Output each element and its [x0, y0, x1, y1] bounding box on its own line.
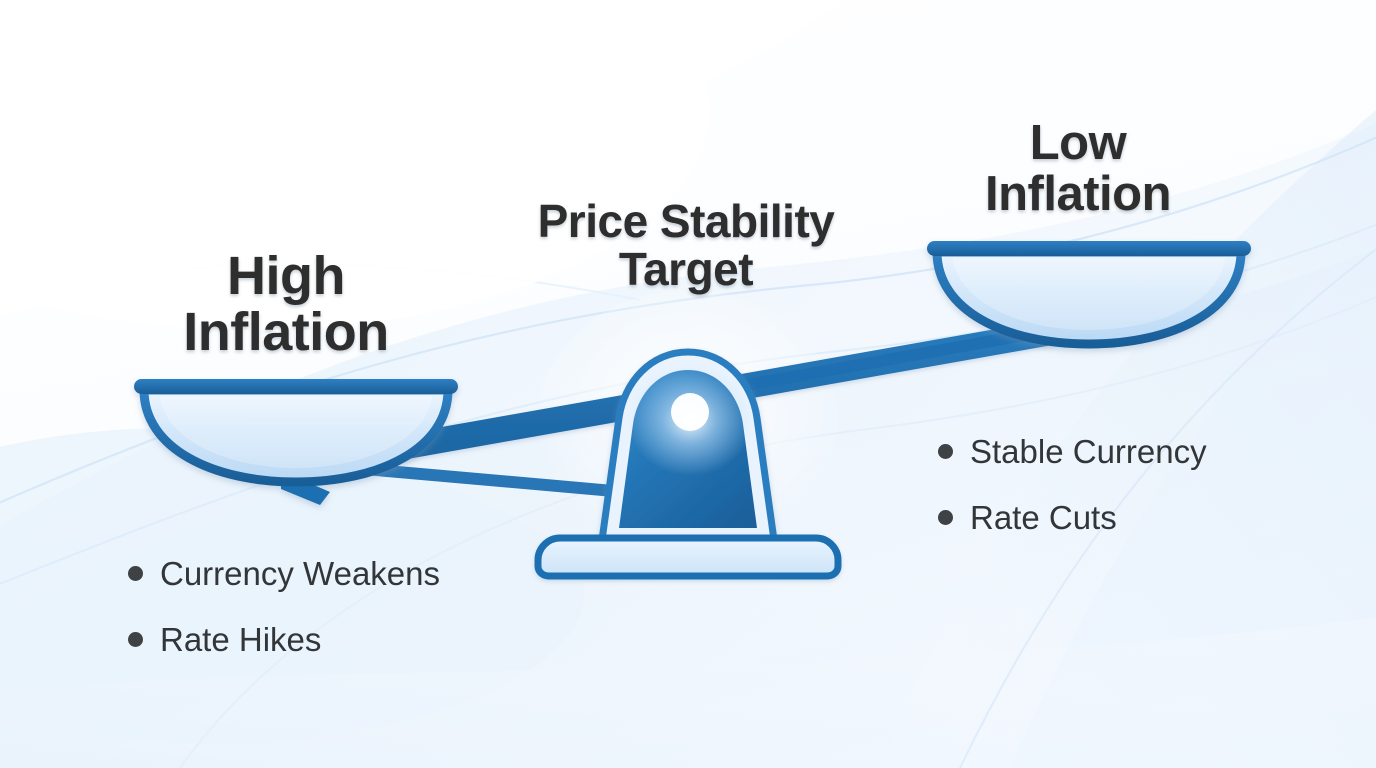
bullet-dot-icon: [128, 565, 143, 581]
left-pan: [134, 379, 458, 505]
right-pan: [927, 241, 1251, 349]
right-bullet-list: Stable Currency Rate Cuts: [938, 418, 1207, 550]
left-heading-line-2: Inflation: [183, 302, 389, 363]
base-plate: [534, 534, 842, 580]
left-bullet-label: Rate Hikes: [160, 620, 322, 658]
right-bullet-label: Rate Cuts: [970, 498, 1117, 536]
right-bullet-label: Stable Currency: [970, 432, 1207, 470]
left-heading-line-1: High: [227, 246, 345, 306]
center-heading: Price Stability Target: [486, 195, 886, 295]
right-heading: Low Inflation: [888, 118, 1268, 220]
bullet-dot-icon: [938, 443, 953, 459]
left-bullet-list: Currency Weakens Rate Hikes: [128, 540, 440, 672]
center-heading-line-1: Price Stability: [537, 195, 835, 247]
fulcrum: [598, 348, 778, 544]
bullet-dot-icon: [938, 509, 953, 525]
left-heading: High Inflation: [86, 248, 486, 360]
left-bullet-label: Currency Weakens: [160, 554, 441, 592]
beam-support-strut: [308, 318, 1086, 500]
bullet-dot-icon: [128, 631, 143, 647]
right-heading-line-2: Inflation: [984, 166, 1172, 221]
right-heading-line-1: Low: [1029, 116, 1127, 170]
list-item: Currency Weakens: [128, 540, 440, 606]
list-item: Rate Cuts: [938, 484, 1207, 550]
center-heading-line-2: Target: [618, 242, 754, 295]
list-item: Stable Currency: [938, 418, 1207, 484]
list-item: Rate Hikes: [128, 606, 440, 672]
